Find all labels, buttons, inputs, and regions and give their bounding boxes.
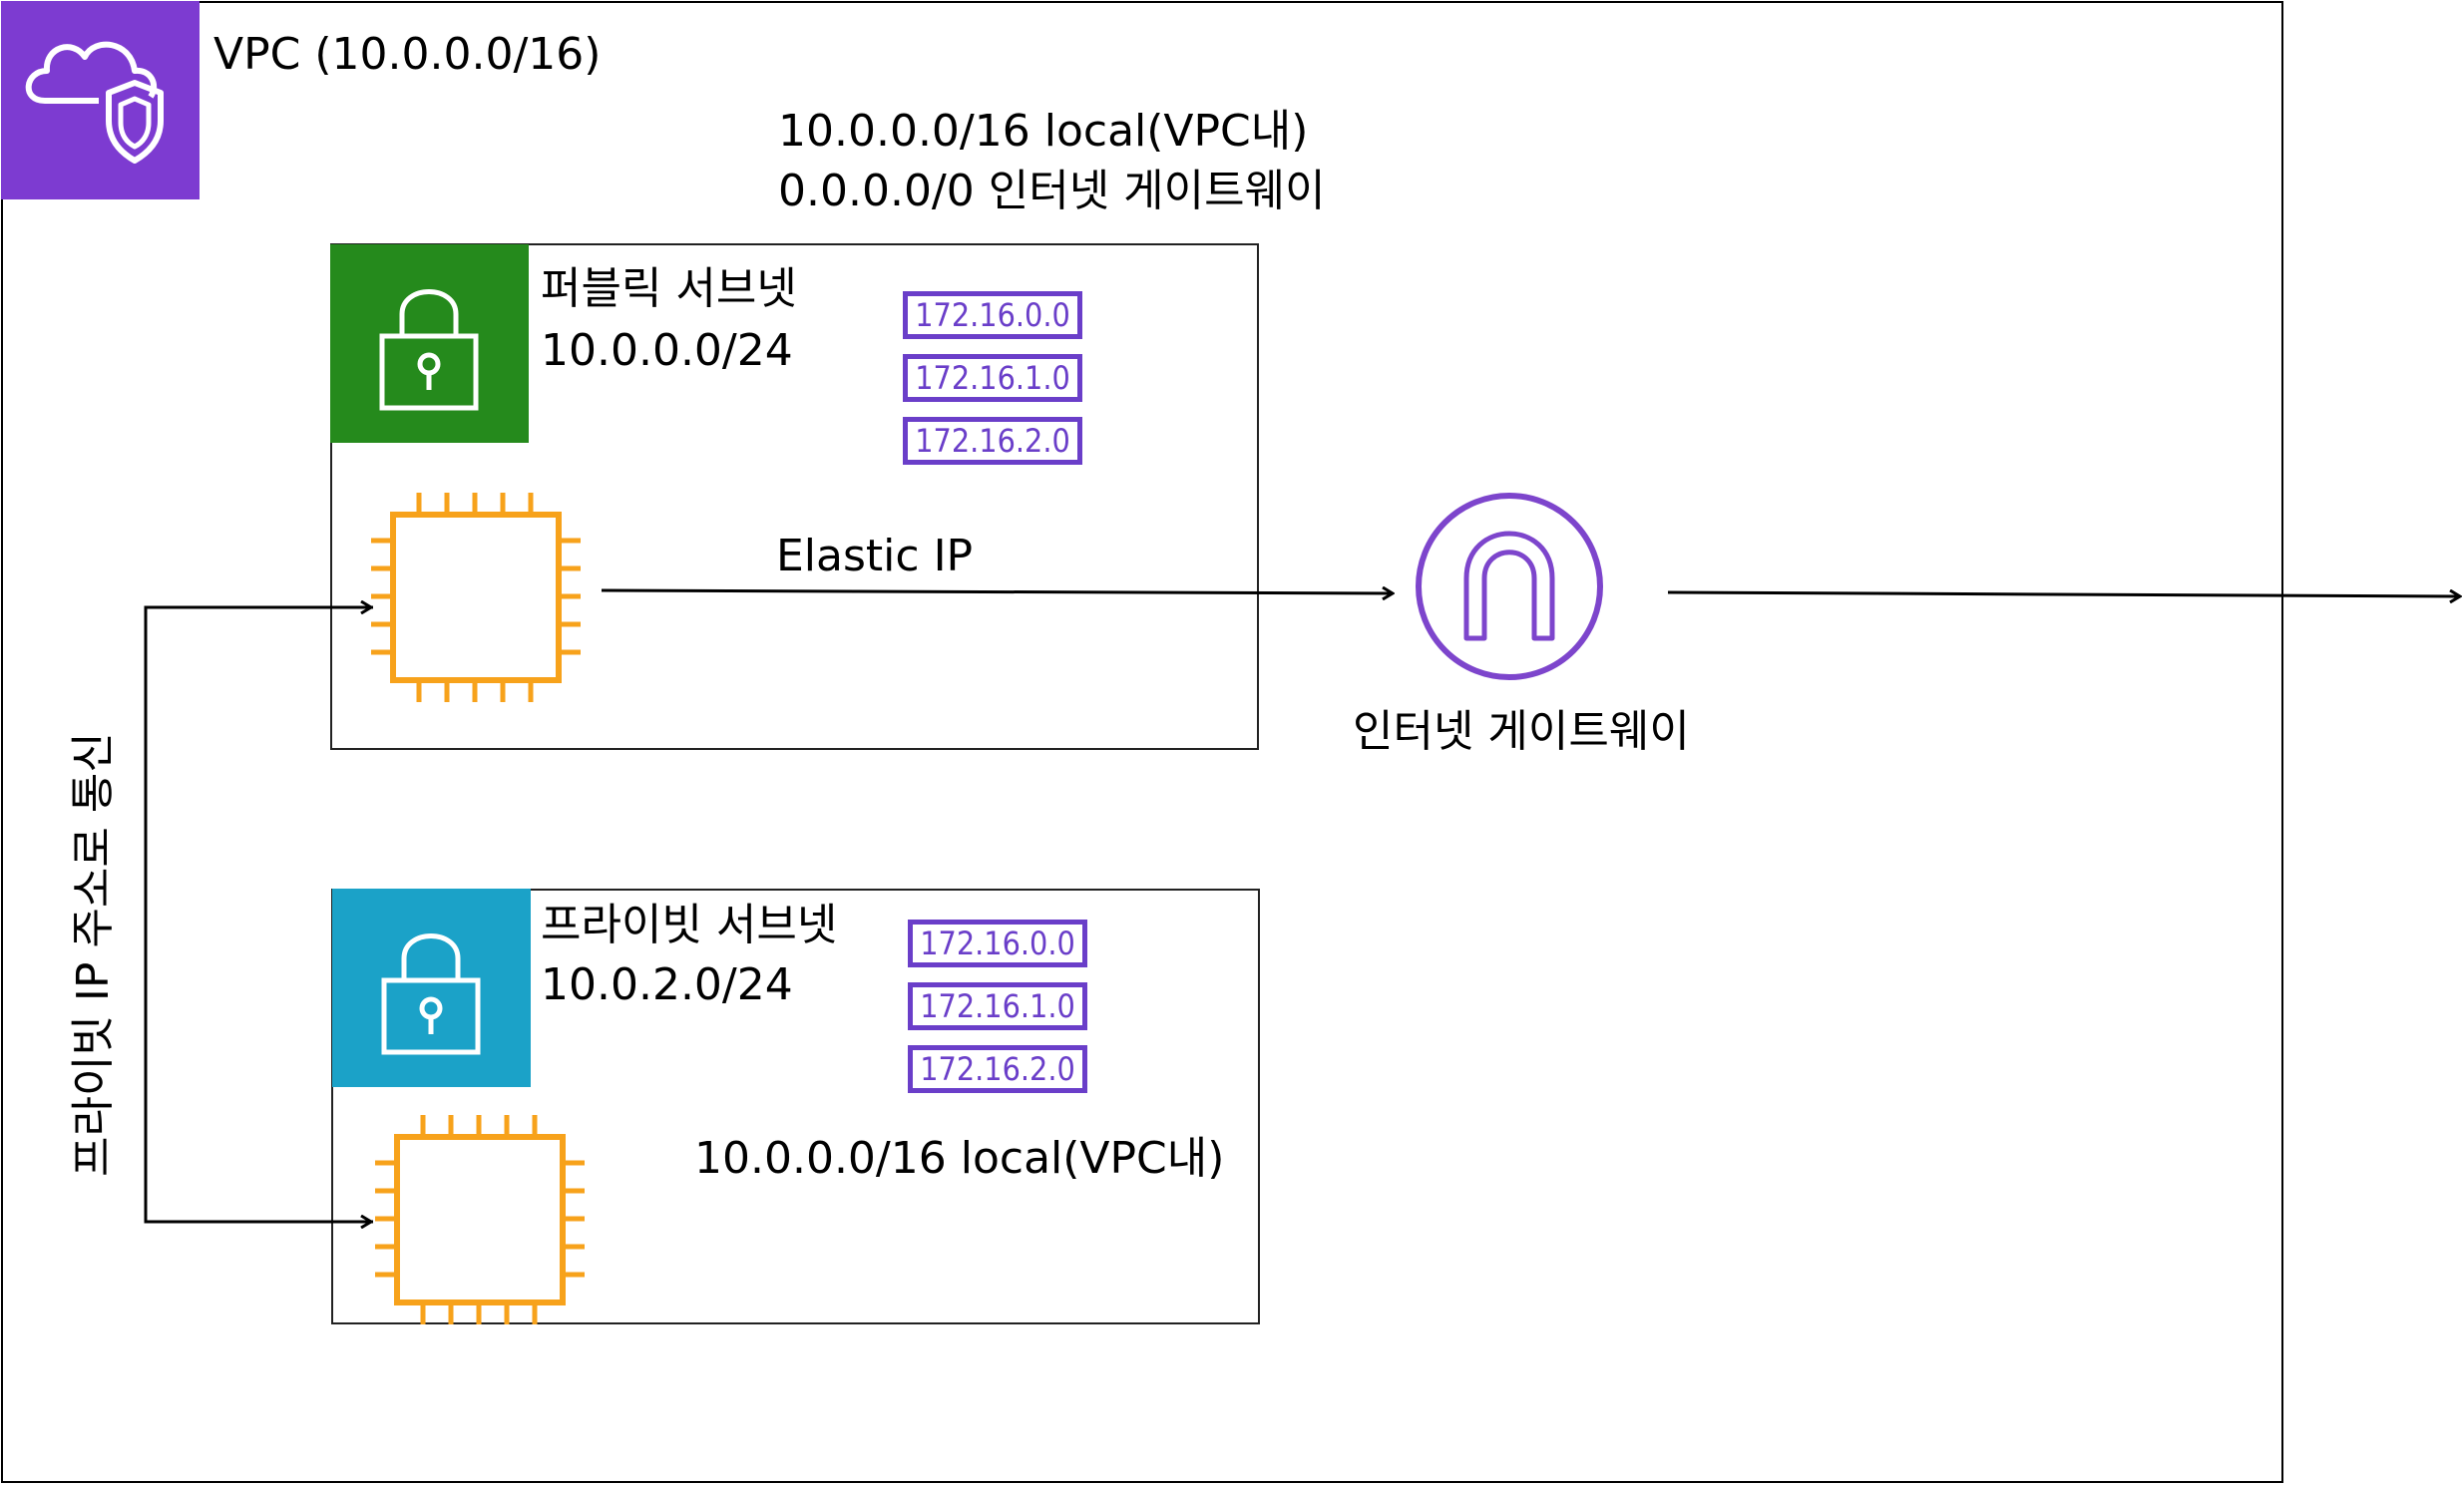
- public-subnet-lock-icon: [330, 244, 529, 443]
- private-route-entry: 172.16.0.0: [908, 920, 1087, 967]
- vpc-label: VPC (10.0.0.0/16): [213, 29, 602, 80]
- vpc-route-line-2: 0.0.0.0/0 인터넷 게이트웨이: [778, 166, 1326, 216]
- elastic-ip-arrow: [601, 590, 1393, 593]
- private-subnet-title: 프라이빗 서브넷: [541, 900, 838, 950]
- private-route-note: 10.0.0.0/16 local(VPC내): [694, 1133, 1225, 1184]
- public-subnet-cidr: 10.0.0.0/24: [541, 325, 793, 376]
- public-subnet-title: 퍼블릭 서브넷: [541, 263, 797, 314]
- private-subnet-box: [331, 889, 1260, 1324]
- public-ec2-instance-icon: [371, 493, 581, 702]
- internet-egress-arrow: [1667, 592, 2460, 596]
- private-subnet-lock-icon: [332, 889, 531, 1087]
- elastic-ip-label: Elastic IP: [776, 531, 974, 581]
- public-route-entry: 172.16.2.0: [903, 417, 1082, 465]
- private-comm-connector: [144, 605, 373, 1224]
- private-route-entry: 172.16.1.0: [908, 982, 1087, 1030]
- vpc-route-line-1: 10.0.0.0/16 local(VPC내): [778, 106, 1309, 157]
- private-route-entry: 172.16.2.0: [908, 1045, 1087, 1093]
- private-subnet-cidr: 10.0.2.0/24: [541, 959, 793, 1010]
- internet-gateway-icon: [1416, 493, 1603, 680]
- private-ec2-instance-icon: [375, 1115, 585, 1324]
- public-subnet-box: [330, 243, 1259, 750]
- internet-gateway-label: 인터넷 게이트웨이: [1353, 706, 1690, 757]
- public-route-entry: 172.16.0.0: [903, 291, 1082, 339]
- vpc-container: [1, 1, 2283, 1483]
- public-route-entry: 172.16.1.0: [903, 354, 1082, 402]
- vpc-cloud-shield-icon: [1, 1, 200, 199]
